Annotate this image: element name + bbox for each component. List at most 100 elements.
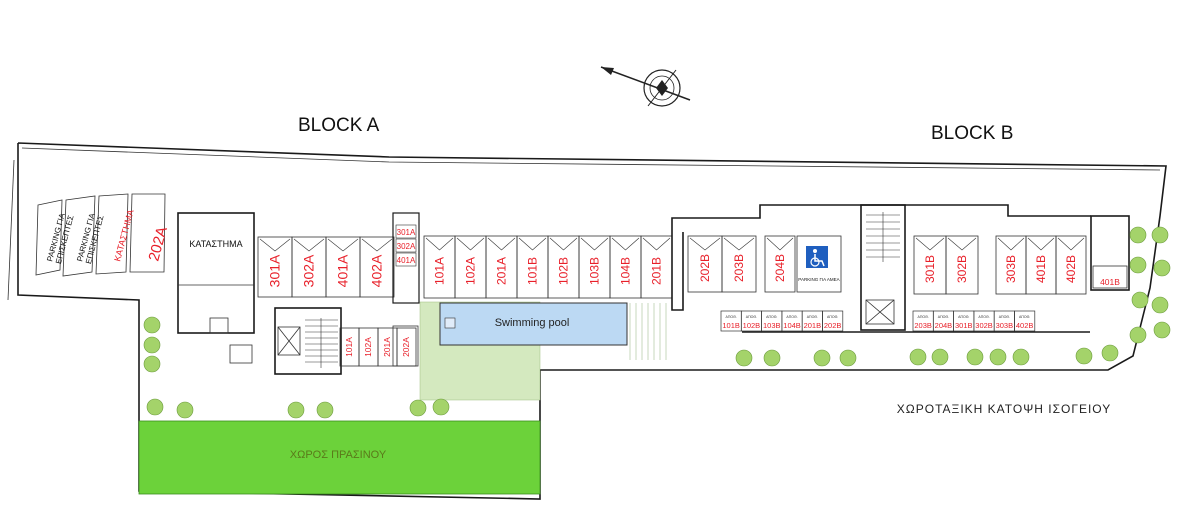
middle-parking-stall-label: 104B bbox=[619, 257, 633, 285]
trees bbox=[143, 226, 1171, 419]
block-b2b-parking-stall-label: 303B bbox=[1004, 255, 1018, 283]
visitor-parking-area bbox=[35, 193, 166, 277]
swimming-pool bbox=[439, 302, 628, 346]
storage-b-label: 302B bbox=[975, 321, 993, 330]
storage-b-label: 102B bbox=[743, 321, 761, 330]
block-b1-parking-stall-marker bbox=[689, 237, 721, 251]
tree-icon bbox=[1151, 296, 1169, 314]
shop-parking-label: ΚΑΤΑΣΤΗΜΑ bbox=[112, 209, 135, 263]
storage-a-top-label: 401A bbox=[397, 256, 416, 265]
tree-icon bbox=[316, 401, 334, 419]
stair-icon bbox=[866, 212, 900, 262]
block-b-parking-stall-marker bbox=[947, 237, 977, 251]
shop-label: ΚΑΤΑΣΤΗΜΑ bbox=[189, 239, 242, 249]
block-b-parking-stall-marker bbox=[915, 237, 945, 251]
block-b1-parking-stall bbox=[721, 235, 757, 293]
block-a-parking-stall-marker bbox=[293, 238, 325, 252]
storage-b-label: 103B bbox=[763, 321, 781, 330]
middle-parking-stall-marker bbox=[549, 237, 578, 251]
block-b1-parking-stall-marker bbox=[723, 237, 755, 251]
stair-icon bbox=[305, 318, 338, 368]
storage-b-label: 201B bbox=[804, 321, 822, 330]
storage-b-label: 202B bbox=[824, 321, 842, 330]
tree-icon bbox=[839, 349, 857, 367]
tree-icon bbox=[1151, 226, 1169, 244]
tree-icon bbox=[176, 401, 194, 419]
disabled-parking: PARKING ΓΙΑ ΑΜΕΑ bbox=[796, 235, 842, 293]
north-arrow-icon bbox=[600, 66, 691, 107]
block-b-outline bbox=[671, 204, 1091, 311]
storage-b-right: 401B bbox=[1090, 215, 1130, 291]
tree-icon bbox=[763, 349, 781, 367]
storage-b-label: 203B bbox=[914, 321, 932, 330]
tree-icon bbox=[287, 401, 305, 419]
storage-b-unit-caption: ΑΠΟΘ. bbox=[958, 315, 969, 319]
middle-parking-stall-marker bbox=[425, 237, 454, 251]
tree-icon bbox=[1101, 344, 1119, 362]
middle-parking-stall-label: 103B bbox=[588, 257, 602, 285]
middle-parking-stall-label: 102A bbox=[464, 257, 478, 285]
storage-a-bottom-label: 102A bbox=[363, 337, 373, 357]
storage-b-unit-caption: ΑΠΟΘ. bbox=[766, 315, 777, 319]
storage-b-unit-caption: ΑΠΟΘ. bbox=[827, 315, 838, 319]
green-area bbox=[138, 420, 541, 495]
tree-icon bbox=[909, 348, 927, 366]
block-a-core bbox=[274, 307, 342, 375]
block-b2-parking-stall bbox=[764, 235, 796, 293]
block-b2b-parking-stall bbox=[1055, 235, 1087, 295]
tree-icon bbox=[432, 398, 450, 416]
block-a-parking-stall-label: 402A bbox=[369, 254, 385, 287]
storage-b-unit-caption: ΑΠΟΘ. bbox=[938, 315, 949, 319]
middle-parking-stall-marker bbox=[487, 237, 516, 251]
parking-block-b2: 303B 401B 402B bbox=[995, 235, 1087, 295]
block-b-parking-stall bbox=[945, 235, 979, 295]
tree-icon bbox=[1012, 348, 1030, 366]
tree-icon bbox=[1153, 321, 1171, 339]
storage-b-label: 301B bbox=[955, 321, 973, 330]
tree-icon bbox=[989, 348, 1007, 366]
block-a-parking-stall-marker bbox=[259, 238, 291, 252]
middle-parking-stall-marker bbox=[456, 237, 485, 251]
block-b-parking-stall-label: 302B bbox=[955, 255, 969, 283]
block-b2-parking-stall-label: 204B bbox=[773, 254, 787, 282]
garden-hatch bbox=[629, 303, 667, 360]
storage-b-unit-caption: ΑΠΟΘ. bbox=[978, 315, 989, 319]
tree-icon bbox=[966, 348, 984, 366]
storage-b-unit-caption: ΑΠΟΘ. bbox=[786, 315, 797, 319]
block-a-parking-stall-marker bbox=[327, 238, 359, 252]
block-b2b-parking-stall-label: 401B bbox=[1034, 255, 1048, 283]
pool-label: Swimming pool bbox=[495, 317, 570, 329]
storage-b-label: 104B bbox=[783, 321, 801, 330]
block-b-core bbox=[860, 204, 906, 331]
storage-a-top-label: 302A bbox=[397, 242, 416, 251]
tree-icon bbox=[1075, 347, 1093, 365]
storage-b-label: 303B bbox=[996, 321, 1014, 330]
middle-parking-stall-label: 201A bbox=[495, 257, 509, 285]
disabled-parking-label: PARKING ΓΙΑ ΑΜΕΑ bbox=[798, 277, 839, 282]
block-b1-parking-stall-label: 202B bbox=[698, 254, 712, 282]
storage-a-bottom-label: 101A bbox=[344, 337, 354, 357]
block-b-title: BLOCK B bbox=[931, 123, 1013, 144]
storage-b-unit-caption: ΑΠΟΘ. bbox=[918, 315, 929, 319]
tree-icon bbox=[1131, 291, 1149, 309]
elevator-icon bbox=[277, 326, 301, 356]
block-a-parking-stall-marker bbox=[361, 238, 393, 252]
block-a-parking-stall-label: 401A bbox=[335, 254, 351, 287]
storage-b-unit-caption: ΑΠΟΘ. bbox=[1019, 315, 1030, 319]
block-b2-parking-stall-marker bbox=[766, 237, 794, 251]
middle-parking-stall-marker bbox=[642, 237, 671, 251]
block-b2b-parking-stall-marker bbox=[1057, 237, 1085, 251]
storage-a-bottom-label: 202A bbox=[401, 337, 411, 357]
elevator-icon bbox=[865, 299, 895, 325]
tree-icon bbox=[146, 398, 164, 416]
shop-room bbox=[177, 212, 255, 364]
storage-b-label: 402B bbox=[1016, 321, 1034, 330]
middle-parking-stall-label: 101A bbox=[433, 257, 447, 285]
tree-icon bbox=[1153, 259, 1171, 277]
block-a-title: BLOCK A bbox=[298, 115, 380, 136]
block-b2b-parking-stall-label: 402B bbox=[1064, 255, 1078, 283]
